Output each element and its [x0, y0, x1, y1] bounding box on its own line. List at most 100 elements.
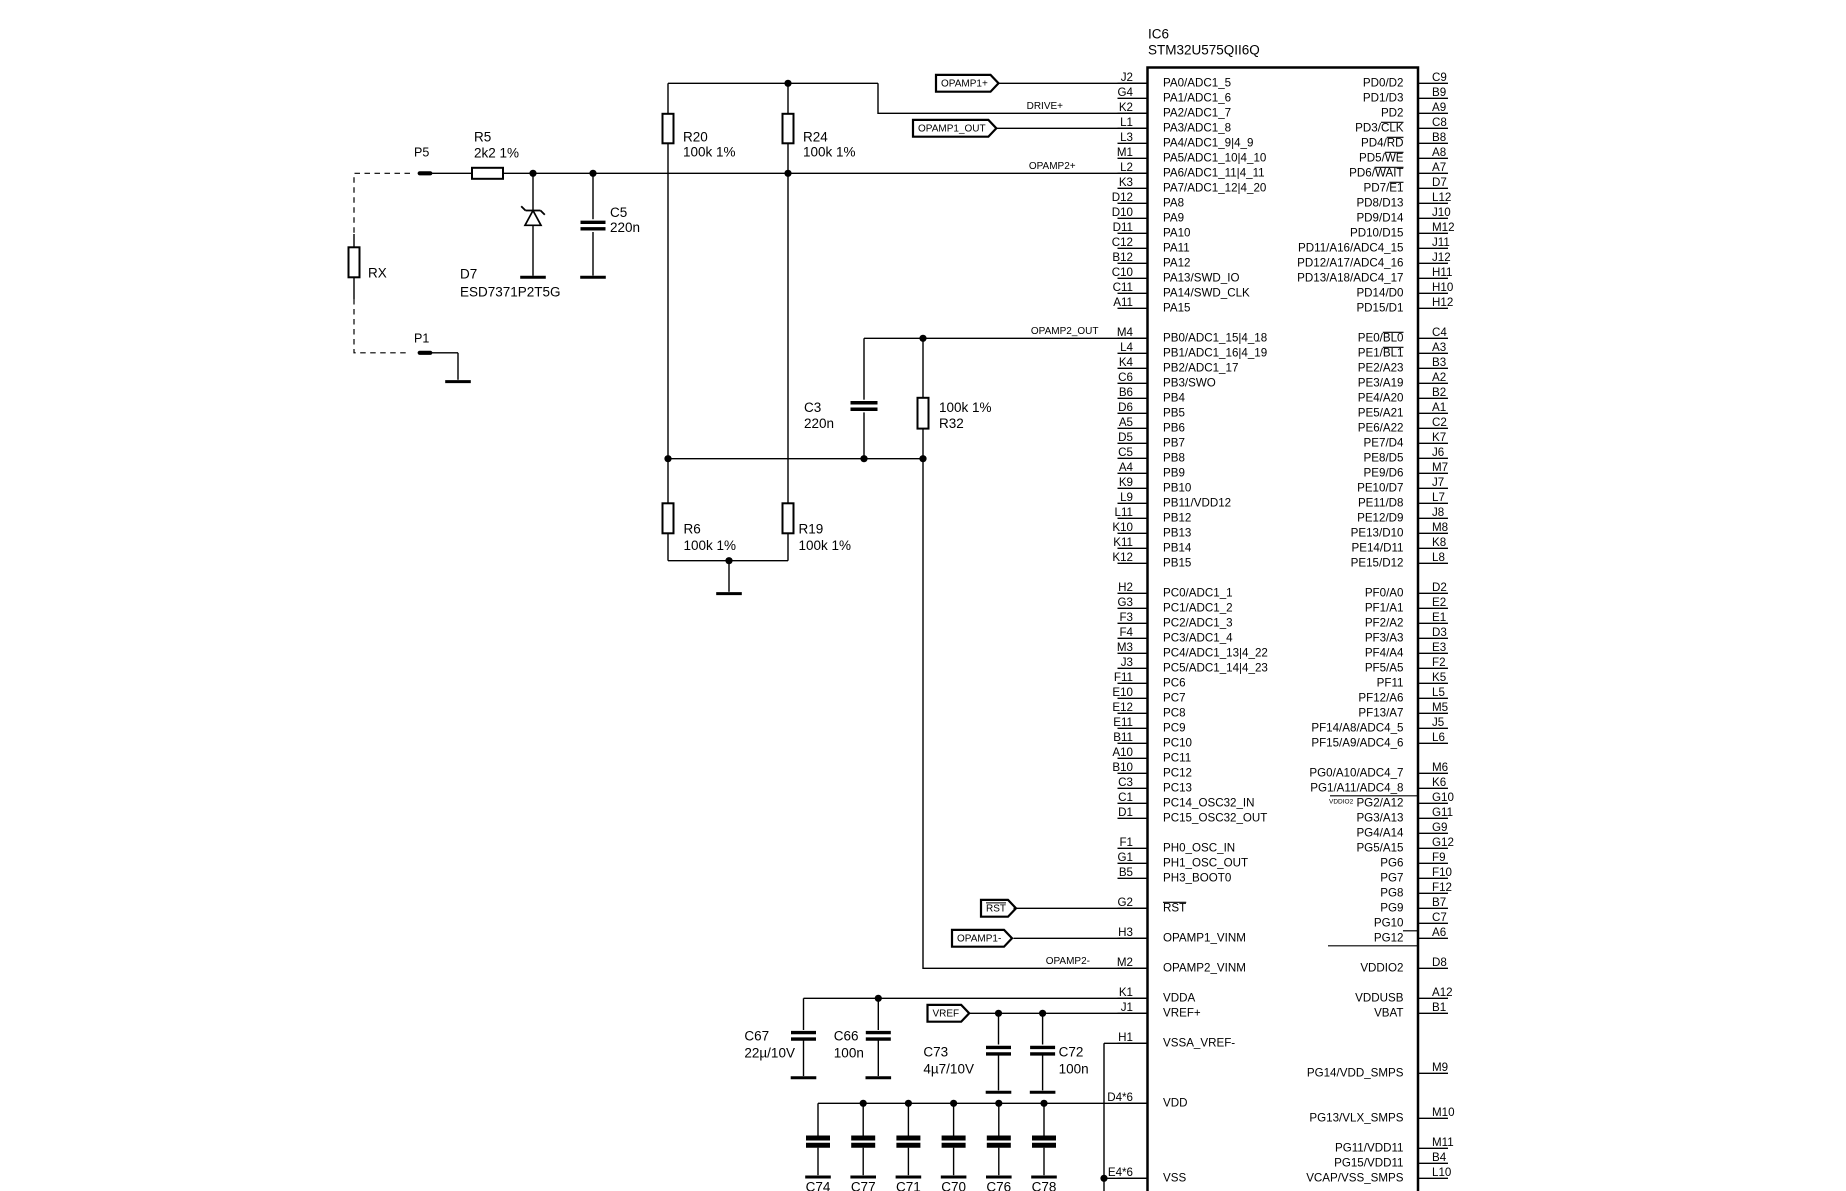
- svg-text:D1: D1: [1118, 806, 1133, 819]
- svg-text:PA0/ADC1_5: PA0/ADC1_5: [1163, 77, 1231, 90]
- svg-text:C71: C71: [896, 1180, 921, 1191]
- svg-text:PE0/BL0: PE0/BL0: [1358, 332, 1404, 345]
- svg-text:H12: H12: [1432, 296, 1453, 309]
- svg-text:VREF+: VREF+: [1163, 1007, 1201, 1020]
- svg-text:PF1/A1: PF1/A1: [1365, 602, 1404, 615]
- svg-text:K1: K1: [1119, 986, 1133, 999]
- svg-text:E1: E1: [1432, 611, 1446, 624]
- svg-text:ESD7371P2T5G: ESD7371P2T5G: [460, 285, 561, 300]
- svg-text:PG8: PG8: [1380, 887, 1403, 900]
- svg-text:J5: J5: [1432, 716, 1444, 729]
- svg-text:STM32U575QII6Q: STM32U575QII6Q: [1148, 42, 1260, 57]
- svg-text:PA2/ADC1_7: PA2/ADC1_7: [1163, 107, 1231, 120]
- svg-text:F1: F1: [1119, 836, 1133, 849]
- svg-text:PC14_OSC32_IN: PC14_OSC32_IN: [1163, 797, 1255, 810]
- svg-text:C11: C11: [1113, 281, 1133, 294]
- svg-text:PA6/ADC1_11|4_11: PA6/ADC1_11|4_11: [1163, 167, 1265, 180]
- svg-text:PA8: PA8: [1163, 197, 1184, 210]
- svg-text:B9: B9: [1432, 86, 1446, 99]
- svg-text:G11: G11: [1432, 806, 1453, 819]
- svg-text:A4: A4: [1119, 461, 1134, 474]
- svg-text:R32: R32: [939, 416, 964, 431]
- svg-text:PE12/D9: PE12/D9: [1357, 512, 1403, 525]
- svg-text:PD12/A17/ADC4_16: PD12/A17/ADC4_16: [1297, 257, 1403, 270]
- svg-text:K8: K8: [1432, 536, 1446, 549]
- svg-text:PB7: PB7: [1163, 437, 1185, 450]
- svg-text:VDD: VDD: [1163, 1097, 1187, 1110]
- svg-text:PC3/ADC1_4: PC3/ADC1_4: [1163, 632, 1233, 645]
- svg-text:100k 1%: 100k 1%: [799, 538, 852, 553]
- svg-text:PD4/RD: PD4/RD: [1361, 137, 1404, 150]
- svg-text:L4: L4: [1120, 341, 1133, 354]
- svg-text:D7: D7: [1432, 176, 1447, 189]
- svg-text:E4*6: E4*6: [1108, 1166, 1133, 1179]
- svg-text:PE1/BL1: PE1/BL1: [1358, 347, 1404, 360]
- svg-text:L10: L10: [1432, 1166, 1451, 1179]
- svg-text:PA3/ADC1_8: PA3/ADC1_8: [1163, 122, 1231, 135]
- svg-text:J1: J1: [1121, 1001, 1133, 1014]
- svg-text:PC4/ADC1_13|4_22: PC4/ADC1_13|4_22: [1163, 647, 1268, 660]
- svg-text:PE9/D6: PE9/D6: [1364, 467, 1404, 480]
- svg-text:F10: F10: [1432, 866, 1452, 879]
- svg-text:H3: H3: [1118, 926, 1133, 939]
- svg-text:R5: R5: [474, 129, 491, 144]
- svg-text:PD8/D13: PD8/D13: [1356, 197, 1403, 210]
- svg-text:B3: B3: [1432, 356, 1446, 369]
- svg-text:PE14/D11: PE14/D11: [1352, 542, 1404, 555]
- svg-text:OPAMP1_OUT: OPAMP1_OUT: [918, 124, 986, 135]
- svg-text:RX: RX: [368, 266, 387, 281]
- svg-text:B4: B4: [1432, 1151, 1447, 1164]
- svg-text:PD9/D14: PD9/D14: [1356, 212, 1404, 225]
- svg-text:OPAMP2_OUT: OPAMP2_OUT: [1031, 326, 1099, 337]
- svg-text:PE4/A20: PE4/A20: [1358, 392, 1404, 405]
- svg-text:100n: 100n: [1059, 1061, 1089, 1076]
- svg-text:K11: K11: [1113, 536, 1133, 549]
- svg-text:220n: 220n: [610, 220, 640, 235]
- svg-text:C6: C6: [1118, 371, 1133, 384]
- svg-text:PF5/A5: PF5/A5: [1365, 662, 1404, 675]
- svg-text:E12: E12: [1112, 701, 1133, 714]
- svg-text:100k 1%: 100k 1%: [683, 144, 736, 159]
- svg-text:B5: B5: [1119, 866, 1133, 879]
- svg-text:J6: J6: [1432, 446, 1444, 459]
- svg-text:L2: L2: [1120, 161, 1133, 174]
- svg-text:J3: J3: [1121, 656, 1133, 669]
- svg-text:C66: C66: [834, 1028, 859, 1043]
- svg-text:K5: K5: [1432, 671, 1446, 684]
- svg-text:PF2/A2: PF2/A2: [1365, 617, 1404, 630]
- svg-text:P5: P5: [414, 146, 429, 160]
- svg-text:PA1/ADC1_6: PA1/ADC1_6: [1163, 92, 1231, 105]
- svg-text:PA7/ADC1_12|4_20: PA7/ADC1_12|4_20: [1163, 182, 1266, 195]
- svg-text:PG4/A14: PG4/A14: [1356, 827, 1404, 840]
- svg-text:C9: C9: [1432, 71, 1447, 84]
- svg-text:PC8: PC8: [1163, 707, 1186, 720]
- svg-text:PA13/SWD_IO: PA13/SWD_IO: [1163, 272, 1239, 285]
- svg-text:PD11/A16/ADC4_15: PD11/A16/ADC4_15: [1298, 242, 1403, 255]
- svg-text:PF12/A6: PF12/A6: [1358, 692, 1403, 705]
- svg-text:C5: C5: [1118, 446, 1133, 459]
- svg-text:PD14/D0: PD14/D0: [1356, 287, 1403, 300]
- svg-text:PE13/D10: PE13/D10: [1351, 527, 1404, 540]
- svg-text:C73: C73: [923, 1044, 948, 1059]
- svg-text:E3: E3: [1432, 641, 1446, 654]
- svg-text:A1: A1: [1432, 401, 1446, 414]
- svg-text:PC12: PC12: [1163, 767, 1192, 780]
- svg-text:K2: K2: [1119, 101, 1133, 114]
- svg-text:M12: M12: [1432, 221, 1455, 234]
- svg-text:PG3/A13: PG3/A13: [1356, 812, 1403, 825]
- svg-text:C74: C74: [806, 1180, 831, 1191]
- svg-text:PG12: PG12: [1374, 932, 1404, 945]
- svg-text:PA5/ADC1_10|4_10: PA5/ADC1_10|4_10: [1163, 152, 1266, 165]
- svg-text:PE7/D4: PE7/D4: [1364, 437, 1405, 450]
- svg-text:H11: H11: [1432, 266, 1452, 279]
- svg-text:B6: B6: [1119, 386, 1133, 399]
- svg-text:D12: D12: [1112, 191, 1133, 204]
- svg-text:PB10: PB10: [1163, 482, 1191, 495]
- svg-text:PB5: PB5: [1163, 407, 1185, 420]
- svg-text:L1: L1: [1120, 116, 1133, 129]
- svg-text:PC2/ADC1_3: PC2/ADC1_3: [1163, 617, 1233, 630]
- svg-text:PG9: PG9: [1380, 902, 1403, 915]
- svg-text:PG11/VDD11: PG11/VDD11: [1335, 1142, 1404, 1155]
- svg-text:PA15: PA15: [1163, 302, 1191, 315]
- svg-text:OPAMP1_VINM: OPAMP1_VINM: [1163, 932, 1246, 945]
